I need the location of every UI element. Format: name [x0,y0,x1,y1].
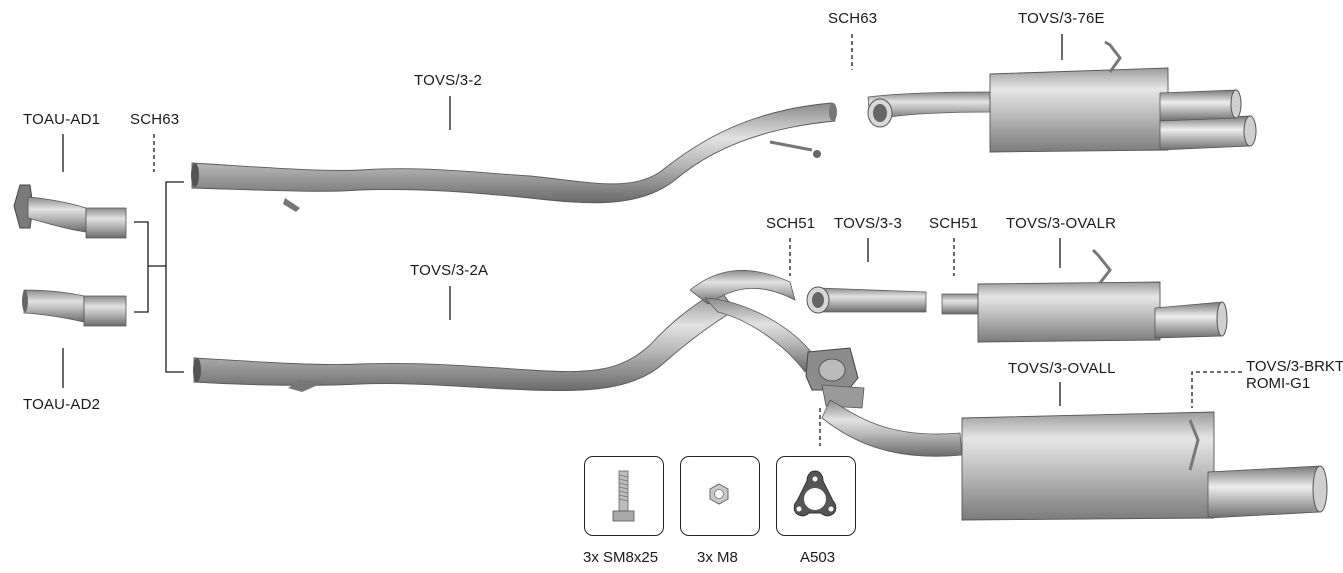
adapter-toau-ad2 [22,290,126,326]
caption-gasket: A503 [800,549,835,566]
muffler-tovs-3-ovall [962,412,1327,520]
label-tovs-3-76e: TOVS/3-76E [1018,10,1105,27]
label-sch63-right: SCH63 [828,10,877,27]
label-brkt-group: TOVS/3-BRKT ROMI-G1 [1246,358,1343,392]
caption-bolt: 3x SM8x25 [583,549,658,566]
label-tovs-3-ovall: TOVS/3-OVALL [1008,360,1116,377]
label-tovs-3-2: TOVS/3-2 [414,72,482,89]
hex-nut-icon [681,457,758,534]
label-romi-g1: ROMI-G1 [1246,375,1343,392]
hardware-box-nut [680,456,760,536]
label-tovs-3-ovalr: TOVS/3-OVALR [1006,215,1116,232]
hardware-box-gasket [776,456,856,536]
pipe-tovs-3-2 [191,103,837,212]
hardware-box-bolt [584,456,664,536]
label-toau-ad2: TOAU-AD2 [23,396,100,413]
pipe-tovs-3-3 [807,287,926,313]
caption-nut: 3x M8 [697,549,738,566]
label-toau-ad1: TOAU-AD1 [23,111,100,128]
label-tovs-3-2a: TOVS/3-2A [410,262,488,279]
label-sch63-left: SCH63 [130,111,179,128]
adapter-toau-ad1 [14,185,126,238]
label-sch51-a: SCH51 [766,215,815,232]
muffler-tovs-3-ovalr [942,250,1227,342]
gasket-icon [777,457,854,534]
label-tovs-3-3: TOVS/3-3 [834,215,902,232]
label-sch51-b: SCH51 [929,215,978,232]
label-tovs-3-brkt: TOVS/3-BRKT [1246,358,1343,375]
bolt-icon [585,457,662,534]
